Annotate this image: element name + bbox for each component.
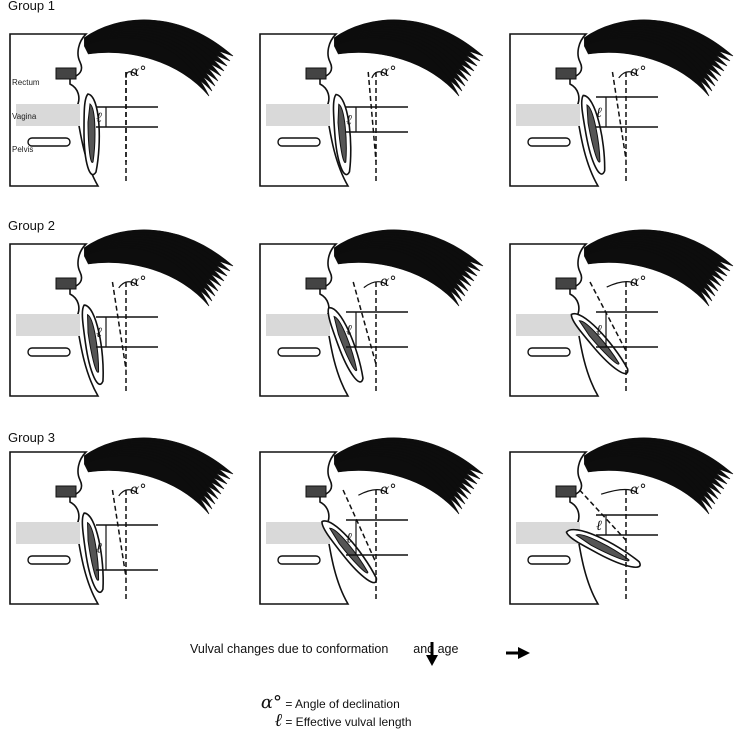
declination-line <box>368 72 376 161</box>
vagina-shape <box>16 522 80 544</box>
angle-symbol: α° <box>630 482 646 498</box>
rectum-shape <box>556 278 576 289</box>
pelvis-bone <box>28 348 70 356</box>
diagram-panel: α° ℓ <box>8 222 240 414</box>
rectum-label: Rectum <box>12 78 40 87</box>
length-symbol: ℓ <box>346 323 352 339</box>
vagina-shape <box>266 522 330 544</box>
vagina-shape <box>266 314 330 336</box>
angle-symbol: α° <box>380 482 396 498</box>
angle-symbol: α° <box>380 274 396 290</box>
panel-drawing: α° ℓ <box>258 12 490 204</box>
panel-drawing: α° ℓ <box>258 222 490 414</box>
pelvis-label: Pelvis <box>12 145 33 154</box>
tail-shape <box>584 230 733 306</box>
declination-line <box>112 490 126 577</box>
right-arrow-icon <box>505 646 531 660</box>
length-symbol: ℓ <box>346 531 352 547</box>
vagina-shape <box>266 104 330 126</box>
length-symbol: ℓ <box>346 113 352 129</box>
rectum-shape <box>306 278 326 289</box>
panel-drawing: α° ℓ <box>8 430 240 622</box>
panel-drawing: α° ℓ <box>508 430 740 622</box>
diagram-panel: α° ℓ <box>8 12 240 204</box>
length-symbol: ℓ <box>596 323 602 339</box>
tail-shape <box>84 230 233 306</box>
pelvis-bone <box>28 556 70 564</box>
diagram-panel: α° ℓ <box>508 222 740 414</box>
rectum-shape <box>556 486 576 497</box>
diagram-panel: α° ℓ <box>508 430 740 622</box>
legend-length: ℓ = Effective vulval length <box>258 710 412 731</box>
vagina-shape <box>516 314 580 336</box>
length-symbol: ℓ <box>596 518 602 534</box>
declination-line <box>612 72 626 159</box>
vagina-shape <box>16 314 80 336</box>
pelvis-bone <box>278 556 320 564</box>
vagina-label: Vagina <box>12 112 36 121</box>
tail-shape <box>334 438 483 514</box>
angle-symbol: α° <box>130 274 146 290</box>
tail-shape <box>584 438 733 514</box>
vulva-shape <box>84 94 99 175</box>
angle-symbol: α° <box>380 64 396 80</box>
length-symbol: ℓ <box>258 710 282 731</box>
panel-drawing: α° ℓ <box>508 12 740 204</box>
pelvis-bone <box>278 348 320 356</box>
diagram-panel: α° ℓ <box>258 12 490 204</box>
pelvis-bone <box>278 138 320 146</box>
angle-symbol: α° <box>130 482 146 498</box>
pelvis-bone <box>28 138 70 146</box>
declination-line <box>112 282 126 369</box>
tail-shape <box>84 20 233 96</box>
down-arrow-icon <box>425 641 439 667</box>
angle-symbol: α° <box>630 274 646 290</box>
length-symbol: ℓ <box>96 325 102 341</box>
length-symbol: ℓ <box>96 541 102 557</box>
diagram-panel: α° ℓ <box>258 430 490 622</box>
tail-shape <box>334 20 483 96</box>
rectum-shape <box>56 68 76 79</box>
angle-symbol: α° <box>630 64 646 80</box>
tail-shape <box>84 438 233 514</box>
angle-legend-text: = Angle of declination <box>285 697 399 711</box>
panel-drawing: α° ℓ <box>8 12 240 204</box>
pelvis-bone <box>528 348 570 356</box>
diagram-panel: α° ℓ <box>258 222 490 414</box>
rectum-shape <box>56 278 76 289</box>
panel-drawing: α° ℓ <box>258 430 490 622</box>
tail-shape <box>584 20 733 96</box>
rectum-shape <box>306 486 326 497</box>
rectum-shape <box>56 486 76 497</box>
vagina-shape <box>516 104 580 126</box>
caption: Vulval changes due to conformation and a… <box>190 642 458 656</box>
caption-text: Vulval changes due to conformation <box>190 642 388 656</box>
pelvis-bone <box>528 138 570 146</box>
rectum-shape <box>306 68 326 79</box>
pelvis-bone <box>528 556 570 564</box>
panel-drawing: α° ℓ <box>8 222 240 414</box>
angle-symbol: α° <box>130 64 146 80</box>
length-symbol: ℓ <box>96 110 102 126</box>
length-legend-text: = Effective vulval length <box>285 715 411 729</box>
length-symbol: ℓ <box>596 105 602 121</box>
diagram-panel: α° ℓ <box>8 430 240 622</box>
diagram-panel: α° ℓ <box>508 12 740 204</box>
panel-drawing: α° ℓ <box>508 222 740 414</box>
rectum-shape <box>556 68 576 79</box>
